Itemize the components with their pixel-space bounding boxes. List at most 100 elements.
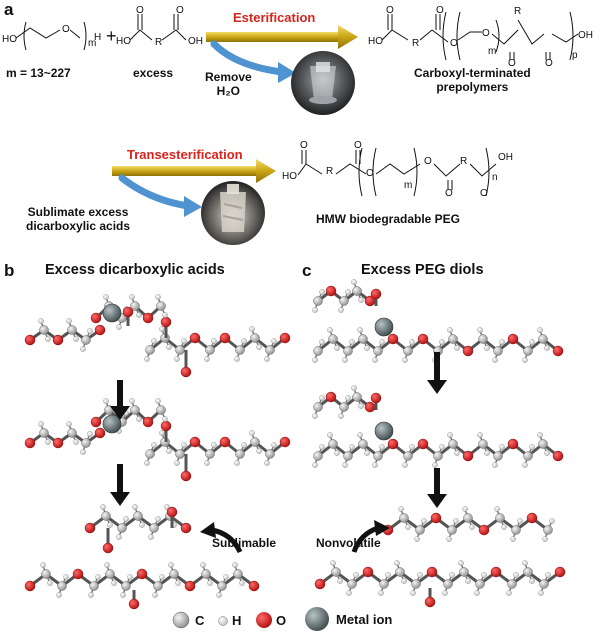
hydrogen-atom — [492, 462, 498, 468]
hydrogen-atom — [409, 444, 415, 450]
oxygen-atom — [362, 566, 374, 578]
oxygen-atom — [462, 450, 474, 462]
oxygen-atom — [102, 542, 114, 554]
oxygen-atom — [370, 392, 382, 404]
hydrogen-atom — [439, 339, 445, 345]
hydrogen-atom — [454, 450, 460, 456]
oxygen-atom — [526, 512, 538, 524]
oxygen-atom — [189, 332, 201, 344]
hydrogen-atom — [144, 356, 150, 362]
hydrogen-atom — [357, 327, 363, 333]
hydrogen-atom — [139, 522, 145, 528]
hydrogen-atom — [223, 574, 229, 580]
hydrogen-atom — [151, 338, 157, 344]
hydrogen-atom — [319, 444, 325, 450]
carbon-atom — [175, 449, 185, 459]
hydrogen-atom — [357, 432, 363, 438]
carbon-atom — [67, 428, 77, 438]
c1-chain — [312, 327, 564, 363]
carbon-atom — [328, 439, 338, 449]
carbon-atom — [447, 525, 457, 535]
hydrogen-atom — [234, 356, 240, 362]
hydrogen-atom — [80, 346, 86, 352]
carbon-atom — [313, 296, 323, 306]
hydrogen-atom — [499, 444, 505, 450]
hydrogen-atom — [239, 580, 245, 586]
carbon-atom — [403, 346, 413, 356]
hydrogen-atom — [271, 442, 277, 448]
c3-polymer — [314, 560, 566, 596]
acid-r: R — [155, 37, 163, 48]
oxygen-atom — [426, 566, 438, 578]
hydrogen-atom — [453, 518, 459, 524]
hydrogen-atom — [432, 462, 438, 468]
oxygen-atom — [314, 578, 326, 590]
b2-chain-left — [24, 421, 106, 455]
legend-h-label: H — [232, 613, 242, 628]
oxygen-atom — [424, 596, 436, 608]
hydrogen-atom — [144, 460, 150, 466]
oxygen-atom — [554, 566, 566, 578]
hydrogen-atom — [447, 432, 453, 438]
carbon-atom — [339, 402, 349, 412]
carbon-atom — [67, 325, 77, 335]
carbon-atom — [235, 449, 245, 459]
carbon-atom — [352, 286, 362, 296]
hydrogen-atom — [271, 338, 277, 344]
oxygen-atom — [180, 470, 192, 482]
hydrogen-atom — [330, 560, 336, 566]
carbon-atom — [149, 523, 159, 533]
carbon-atom — [411, 579, 421, 589]
oxygen-atom — [84, 522, 96, 534]
hydrogen-atom — [264, 356, 270, 362]
hydrogen-atom — [499, 339, 505, 345]
hydrogen-atom — [353, 572, 359, 578]
hydrogen-atom — [402, 462, 408, 468]
hydrogen-atom — [349, 444, 355, 450]
carbon-atom — [358, 334, 368, 344]
hydrogen-atom — [211, 338, 217, 344]
hydrogen-atom — [327, 432, 333, 438]
hydrogen-atom — [542, 536, 548, 542]
hydrogen-atom — [510, 536, 516, 542]
hmw-r1: R — [326, 166, 334, 177]
carbon-atom — [343, 451, 353, 461]
carbon-atom — [313, 402, 323, 412]
oxygen-atom — [325, 285, 337, 297]
oxygen-atom — [370, 288, 382, 300]
carbon-atom — [448, 439, 458, 449]
hydrogen-atom — [405, 524, 411, 530]
carbon-atom — [81, 438, 91, 448]
hydrogen-atom — [211, 442, 217, 448]
carbon-atom — [101, 511, 111, 521]
hydrogen-atom — [87, 328, 93, 334]
prepolymer-bonds — [381, 11, 579, 61]
hydrogen-atom — [216, 592, 222, 598]
hydrogen-atom — [312, 307, 318, 313]
hydrogen-atom — [80, 449, 86, 455]
oxygen-atom — [160, 420, 172, 432]
oxygen-atom — [387, 438, 399, 450]
hydrogen-atom — [364, 450, 370, 456]
hydrogen-atom — [379, 339, 385, 345]
hydrogen-atom — [103, 294, 109, 300]
hydrogen-atom — [204, 356, 210, 362]
hydrogen-atom — [264, 460, 270, 466]
remove-water-line2: H₂O — [216, 84, 241, 98]
oxygen-atom — [24, 580, 36, 592]
hydrogen-atom — [136, 416, 142, 422]
carbon-atom — [493, 451, 503, 461]
carbon-atom — [41, 569, 51, 579]
carbon-atom — [328, 334, 338, 344]
acid-ho: HO — [116, 36, 131, 47]
acid-o1: O — [136, 5, 144, 16]
hydrogen-atom — [174, 356, 180, 362]
carbon-atom — [443, 579, 453, 589]
hydrogen-atom — [241, 338, 247, 344]
hydrogen-atom — [207, 580, 213, 586]
oxygen-atom — [507, 333, 519, 345]
legend-c-label: C — [195, 613, 205, 628]
hmw-o5: O — [445, 188, 453, 199]
hydrogen-atom — [529, 444, 535, 450]
prepolymer-oh: OH — [578, 30, 593, 41]
